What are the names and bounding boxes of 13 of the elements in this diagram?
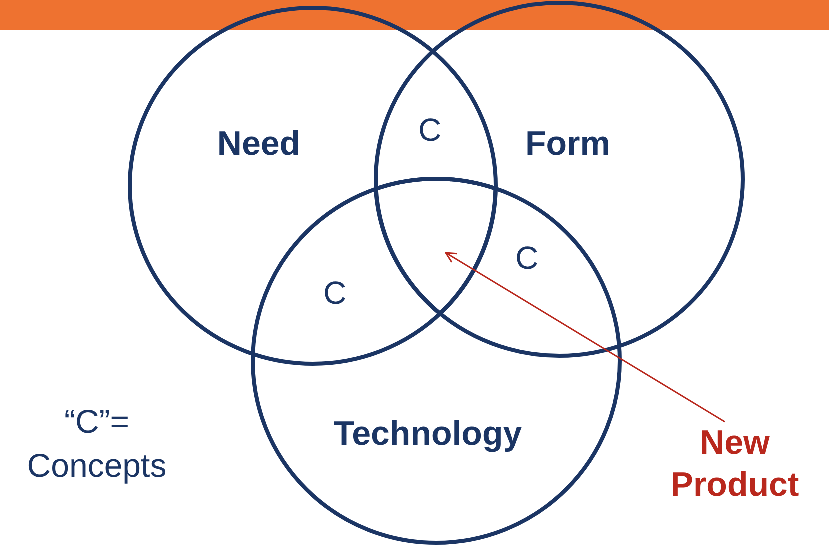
venn-circle [374, 1, 745, 358]
circle-label: Technology [334, 415, 522, 454]
circle-label: Need [217, 125, 301, 164]
leader-arrow [445, 252, 726, 423]
region-letter: C [514, 239, 540, 278]
venn-circle [251, 177, 622, 545]
circle-label: Form [526, 125, 610, 164]
venn-circle [128, 6, 498, 366]
key-note: “C”= Concepts [26, 402, 168, 486]
region-letter: C [322, 274, 348, 313]
callout-text: New Product [660, 422, 810, 506]
region-letter: C [417, 111, 443, 150]
overlap-region [374, 177, 498, 316]
